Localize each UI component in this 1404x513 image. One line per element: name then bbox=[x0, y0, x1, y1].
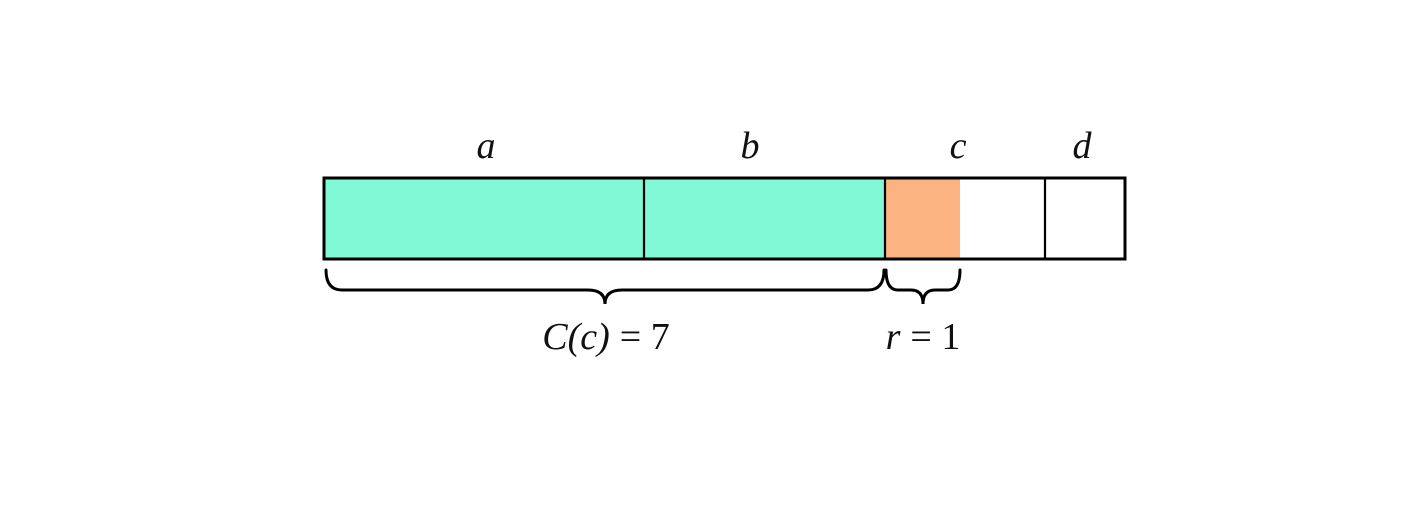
remainder-value: = 1 bbox=[910, 316, 960, 358]
segment-c-partial-fill bbox=[885, 178, 960, 259]
segment-d-label: d bbox=[1073, 125, 1093, 167]
capacity-expression: C(c) bbox=[542, 316, 610, 358]
remainder-expression: r bbox=[886, 316, 901, 358]
segment-c-label: c bbox=[950, 125, 967, 167]
capacity-value: = 7 bbox=[620, 316, 670, 358]
segment-d-fill bbox=[1045, 178, 1125, 259]
remainder-annotation: r= 1 bbox=[886, 316, 961, 358]
segment-a-label: a bbox=[477, 125, 496, 167]
segment-a-fill bbox=[324, 178, 644, 259]
bar-outline bbox=[322, 176, 1127, 261]
capacity-brace bbox=[324, 268, 886, 305]
segment-b-label: b bbox=[741, 125, 760, 167]
capacity-annotation: C(c)= 7 bbox=[542, 316, 669, 358]
remainder-brace bbox=[884, 268, 962, 305]
segment-b-fill bbox=[644, 178, 885, 259]
